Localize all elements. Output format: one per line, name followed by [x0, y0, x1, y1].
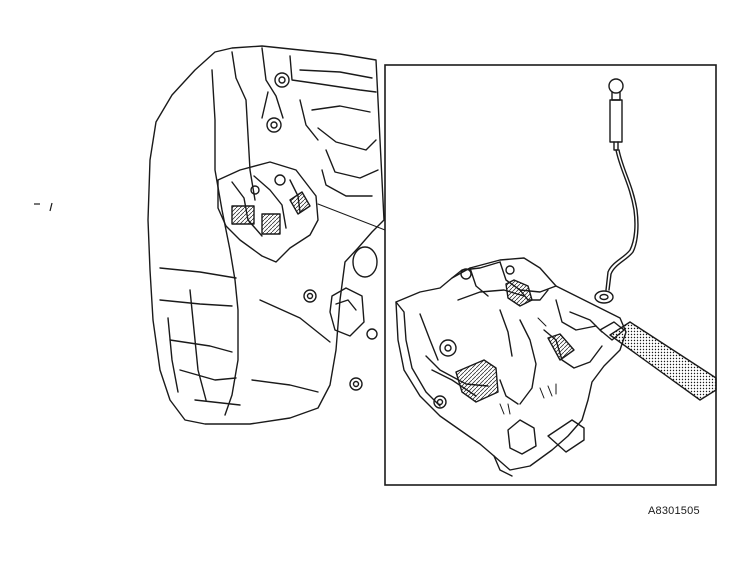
inset-frame	[384, 64, 717, 486]
door-inner-panel	[211, 69, 239, 416]
detail-leader-line	[317, 203, 386, 231]
detail-inset	[384, 64, 717, 486]
door-latch-module	[395, 257, 627, 477]
stray-marks	[34, 202, 53, 212]
figure-id-label: A8301505	[648, 505, 700, 517]
latch-on-door	[217, 161, 319, 263]
door-shell-outline	[147, 45, 385, 425]
rod-clip	[594, 290, 614, 304]
door-assembly-view	[147, 45, 386, 425]
operating-rod	[605, 78, 639, 291]
cable-sheath	[599, 321, 717, 401]
